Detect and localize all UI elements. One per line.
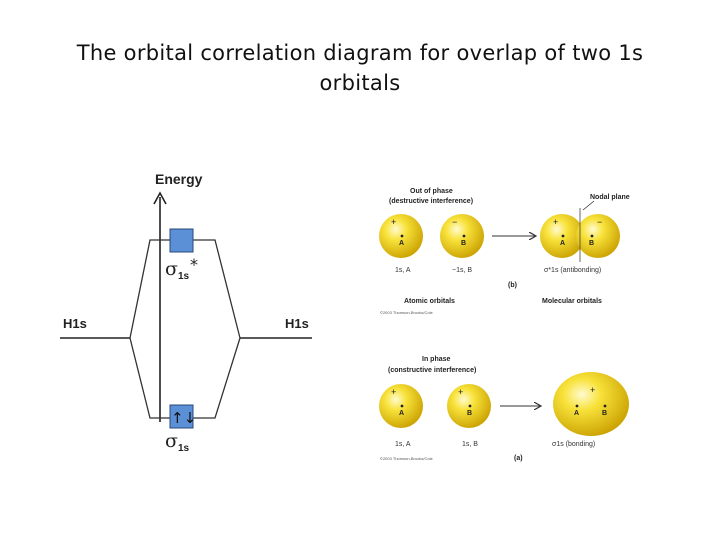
correlation-line-right (193, 239, 241, 339)
in-phase-panel: In phase (constructive interference) + +… (379, 356, 629, 462)
mo-label-a-out: A (560, 240, 565, 247)
copyright-bottom: ©2003 Thomson-Brooks/Cole (380, 456, 433, 461)
mo-sign-minus: − (597, 217, 602, 227)
correlation-line-left-bond (129, 337, 170, 419)
bonding-orbital-box (169, 404, 194, 429)
nucleus-label-b-in: B (467, 410, 472, 417)
orbital-1s-b-out (440, 214, 484, 258)
nucleus-label-a-out: A (399, 240, 404, 247)
constructive-interference-heading: (constructive interference) (388, 367, 476, 374)
in-phase-heading: In phase (422, 356, 451, 363)
mo-nucleus-a-out (561, 234, 565, 238)
energy-axis-label: Energy (155, 171, 203, 187)
sign-plus-a-out: + (391, 217, 396, 227)
panel-tag-a: (a) (514, 455, 523, 462)
antibonding-sigma: σ (165, 258, 178, 280)
nucleus-label-b-out: B (461, 240, 466, 247)
energy-correlation-diagram: Energy H1s H1s σ 1s * ↑↓ σ 1s (60, 171, 312, 454)
mo-nucleus-b-in (603, 404, 607, 408)
molecular-orbitals-label: Molecular orbitals (542, 298, 602, 305)
mo-bonding-sign: + (590, 385, 595, 395)
energy-axis-arrowhead (153, 191, 167, 205)
panel-tag-b: (b) (508, 282, 517, 289)
caption-1s-b-in: 1s, B (462, 441, 478, 448)
caption-1s-a-in: 1s, A (395, 441, 411, 448)
nucleus-a-out (400, 234, 404, 238)
out-of-phase-panel: Out of phase (destructive interference) … (379, 188, 630, 315)
electron-pair-arrows: ↑↓ (171, 409, 196, 427)
caption-1s-a-out: 1s, A (395, 267, 411, 274)
mo-nucleus-b-out (590, 234, 594, 238)
antibonding-orbital-box (169, 228, 194, 253)
mo-label-b-out: B (589, 240, 594, 247)
caption-1s-b-out: −1s, B (452, 267, 472, 274)
mo-nucleus-a-in (575, 404, 579, 408)
nucleus-a-in (400, 404, 404, 408)
mo-label-b-in: B (602, 410, 607, 417)
mo-lobe-b-antibonding (576, 214, 620, 258)
antibonding-star: * (190, 255, 198, 274)
nucleus-b-out (462, 234, 466, 238)
antibonding-caption: σ*1s (antibonding) (544, 267, 601, 274)
slide-title: The orbital correlation diagram for over… (40, 38, 680, 98)
h1s-right-label: H1s (285, 316, 309, 331)
sign-plus-b-in: + (458, 387, 463, 397)
mo-label-a-in: A (574, 410, 579, 417)
correlation-line-right-bond (193, 337, 241, 419)
antibonding-subscript: 1s (178, 271, 190, 282)
bonding-sigma: σ (165, 430, 178, 452)
atomic-orbitals-label: Atomic orbitals (404, 298, 455, 305)
bonding-subscript: 1s (178, 443, 190, 454)
mo-sign-plus: + (553, 217, 558, 227)
mo-bonding-orbital (553, 372, 629, 436)
nodal-plane-label: Nodal plane (590, 194, 630, 201)
nucleus-b-in (468, 404, 472, 408)
correlation-line-left (129, 239, 170, 339)
title-line-1: The orbital correlation diagram for over… (76, 41, 644, 65)
sign-minus-b-out: − (452, 217, 457, 227)
bonding-caption: σ1s (bonding) (552, 441, 595, 448)
title-line-2: orbitals (319, 71, 401, 95)
nodal-plane-pointer (582, 200, 595, 211)
sign-plus-a-in: + (391, 387, 396, 397)
destructive-interference-heading: (destructive interference) (389, 198, 473, 205)
h1s-left-label: H1s (63, 316, 87, 331)
copyright-top: ©2003 Thomson-Brooks/Cole (380, 310, 433, 315)
out-of-phase-heading: Out of phase (410, 188, 453, 195)
nucleus-label-a-in: A (399, 410, 404, 417)
